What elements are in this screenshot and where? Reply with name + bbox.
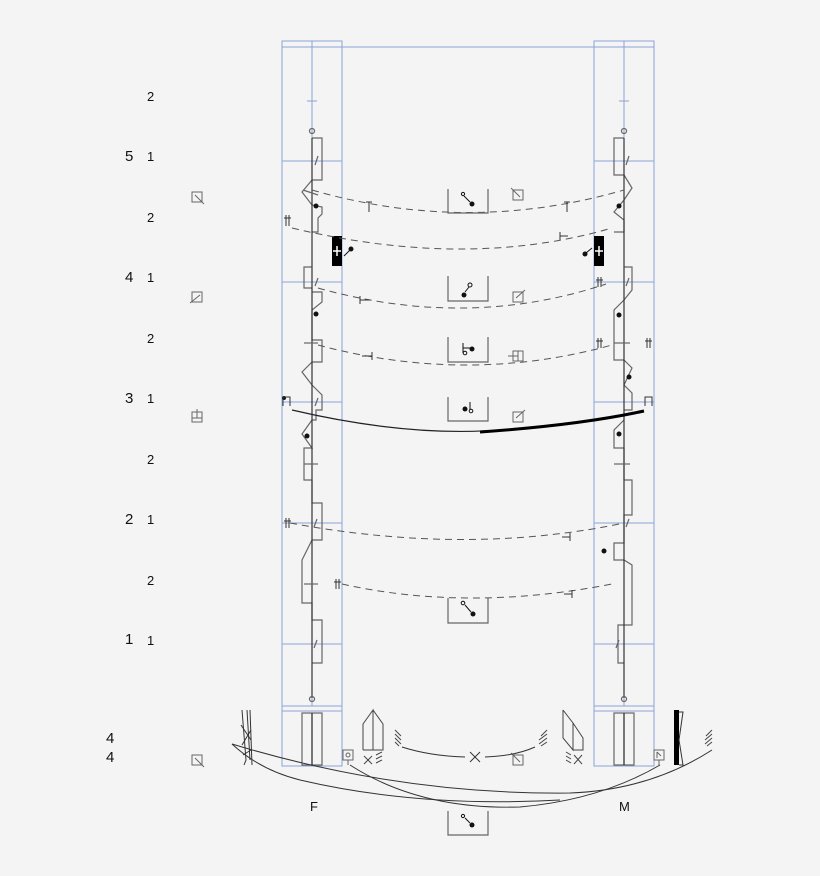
floor-4-sub-1-label: 1 xyxy=(147,270,155,285)
floor-1-sub-1-label: 1 xyxy=(147,633,155,648)
floor-4-sub-2-label: 2 xyxy=(147,210,155,225)
column-label-m: M xyxy=(619,799,630,814)
hatch-marks xyxy=(394,729,713,747)
left-door-panels xyxy=(362,708,384,765)
right-black-gate xyxy=(674,710,684,766)
floor-1-sub-2-label: 2 xyxy=(147,573,155,588)
column-label-f: F xyxy=(310,799,318,814)
floor-1-label: 1 xyxy=(125,631,134,648)
floor-5-sub-1-label: 1 xyxy=(147,149,155,164)
floor-2-sub-2-label: 2 xyxy=(147,452,155,467)
right-door-panels xyxy=(562,709,584,765)
black-panel-left xyxy=(332,236,354,266)
left-shaft-grid xyxy=(281,40,594,767)
floor-3-sub-2-label: 2 xyxy=(147,331,155,346)
sweep-curves xyxy=(231,743,713,808)
floor-3-label: 3 xyxy=(125,390,134,407)
black-panel-right xyxy=(582,236,604,266)
left-folding-gate xyxy=(240,709,253,766)
floor-5-label: 5 xyxy=(125,148,134,165)
right-wall-profile xyxy=(613,127,633,703)
floor-4-label: 4 xyxy=(125,269,134,286)
left-wall-profile xyxy=(301,127,323,703)
floor-2-sub-1-label: 1 xyxy=(147,512,155,527)
floor-3-sub-1-label: 1 xyxy=(147,391,155,406)
elevator-car-right xyxy=(613,712,635,766)
ground-label-lower: 4 xyxy=(106,749,115,766)
small-square-icons xyxy=(189,187,665,768)
ground-label-upper: 4 xyxy=(106,730,115,747)
floor-5-sub-2-label: 2 xyxy=(147,89,155,104)
center-trays xyxy=(447,189,489,836)
floor-2-label: 2 xyxy=(125,511,134,528)
elevator-car-left xyxy=(301,712,323,766)
